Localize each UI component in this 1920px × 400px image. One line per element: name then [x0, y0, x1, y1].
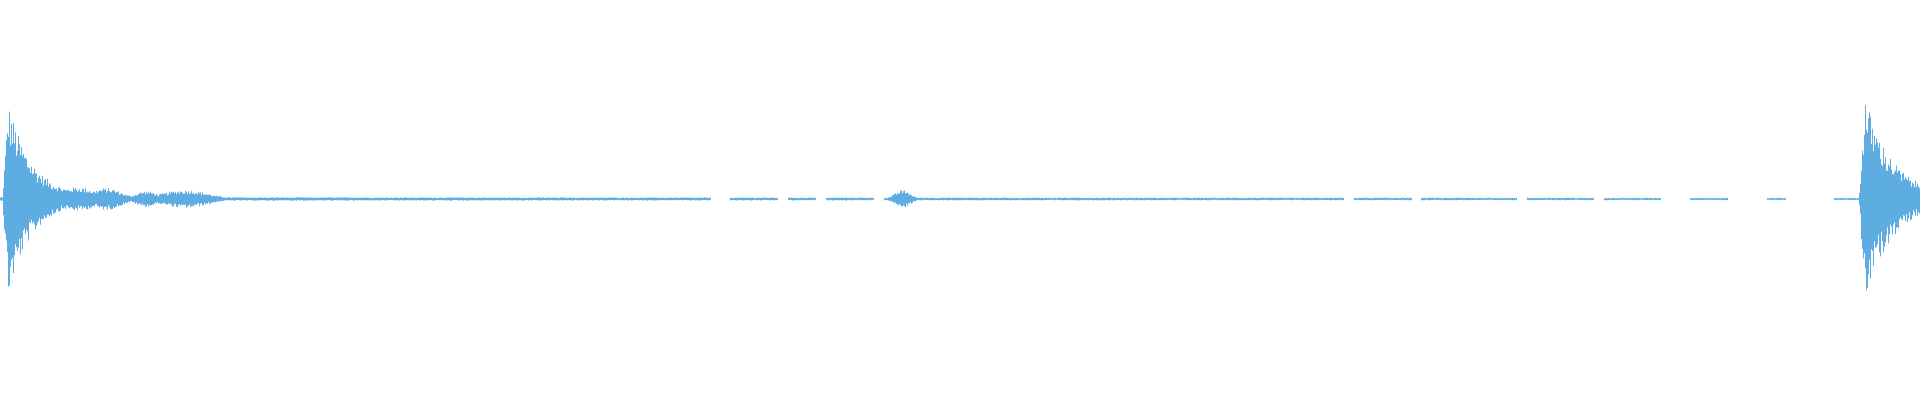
waveform-trace [0, 105, 1920, 291]
